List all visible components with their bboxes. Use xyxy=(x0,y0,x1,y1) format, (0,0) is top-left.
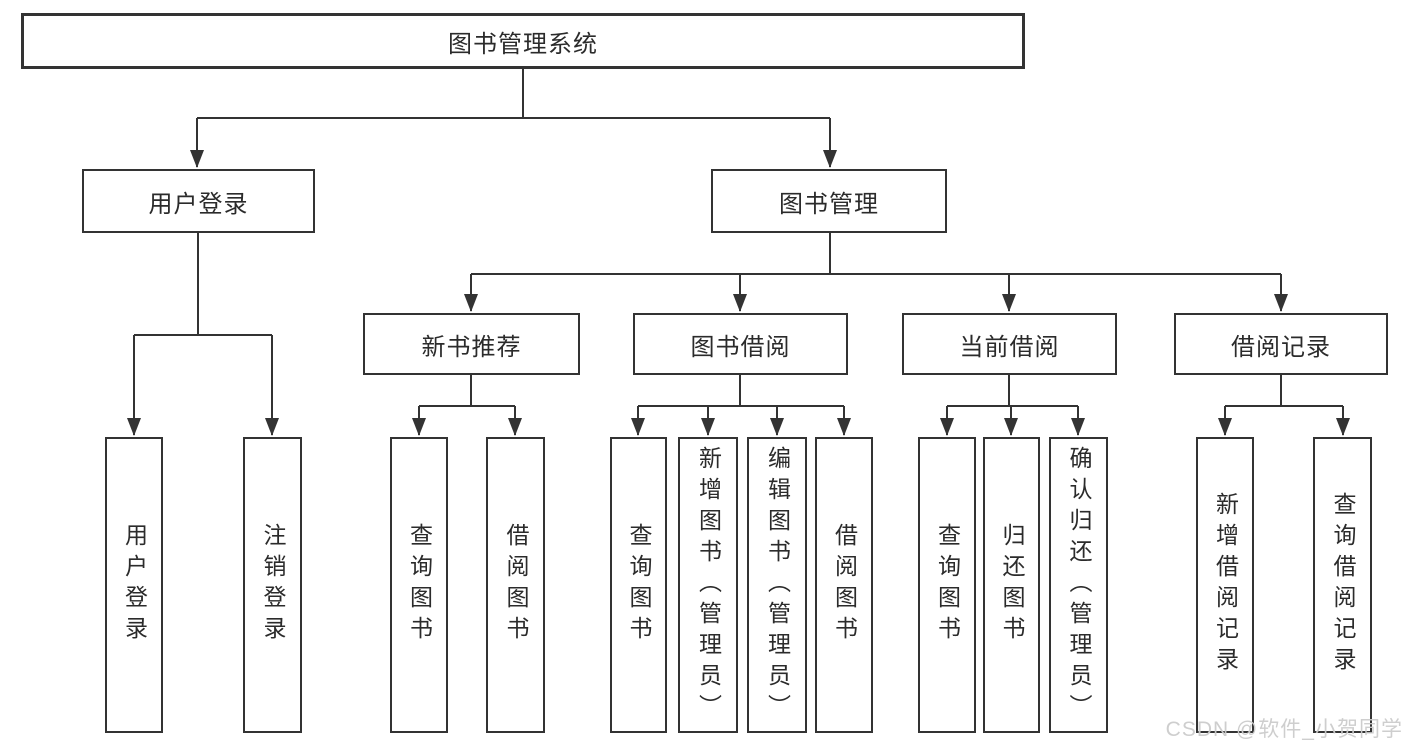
node-user-login: 用户登录 xyxy=(82,169,315,233)
leaf-borrow-books-newbooks: 借阅图书 xyxy=(486,437,545,733)
node-new-book-recommendation: 新书推荐 xyxy=(363,313,580,375)
node-book-borrowing: 图书借阅 xyxy=(633,313,848,375)
node-borrowing-records: 借阅记录 xyxy=(1174,313,1388,375)
leaf-return-books: 归还图书 xyxy=(983,437,1040,733)
leaf-logout: 注销登录 xyxy=(243,437,302,733)
leaf-add-book-admin: 新增图书（管理员） xyxy=(678,437,738,733)
leaf-add-borrow-record: 新增借阅记录 xyxy=(1196,437,1254,733)
leaf-query-borrow-record: 查询借阅记录 xyxy=(1313,437,1372,733)
leaf-query-books-borrow: 查询图书 xyxy=(610,437,667,733)
leaf-query-books-current: 查询图书 xyxy=(918,437,976,733)
leaf-user-login: 用户登录 xyxy=(105,437,163,733)
csdn-watermark: CSDN @软件_小贺同学 xyxy=(1165,718,1403,741)
leaf-edit-book-admin: 编辑图书（管理员） xyxy=(747,437,807,733)
node-current-borrowing: 当前借阅 xyxy=(902,313,1117,375)
node-library-management-system: 图书管理系统 xyxy=(21,13,1025,69)
leaf-confirm-return-admin: 确认归还（管理员） xyxy=(1049,437,1108,733)
leaf-borrow-books-borrow: 借阅图书 xyxy=(815,437,873,733)
node-book-management: 图书管理 xyxy=(711,169,947,233)
leaf-query-books-newbooks: 查询图书 xyxy=(390,437,448,733)
